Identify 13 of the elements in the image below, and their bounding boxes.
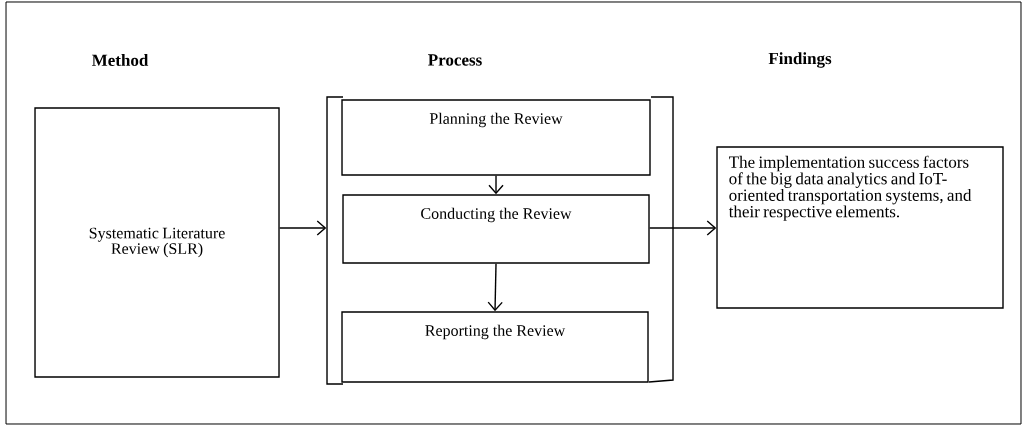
arrow xyxy=(487,263,503,312)
process-box: Conducting the Review xyxy=(342,194,650,264)
process-box: Reporting the Review xyxy=(341,311,649,383)
bracket-frame xyxy=(326,96,674,385)
process-box: Planning the Review xyxy=(341,99,651,176)
column-heading: Findings xyxy=(768,52,832,68)
column-heading: Process xyxy=(428,54,482,66)
arrow xyxy=(649,220,717,236)
arrow xyxy=(488,175,504,195)
arrow xyxy=(279,220,327,236)
findings-box: The implementation success factors of the big data analytics and IoT-oriented transportation systems, and their respective elements. xyxy=(716,146,1004,309)
method-box: Systematic Literature Review (SLR) xyxy=(34,107,280,378)
column-heading: Method xyxy=(92,54,149,66)
